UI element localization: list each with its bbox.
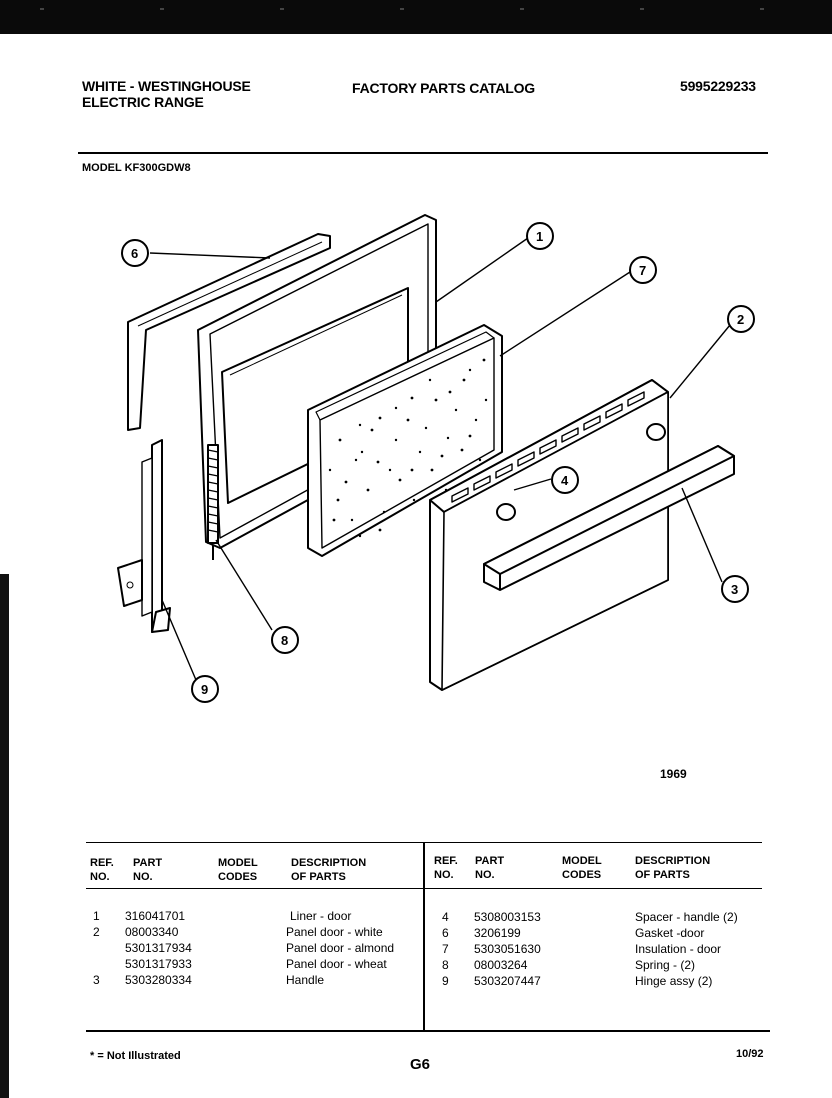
- svg-text:2: 2: [737, 312, 744, 327]
- right-ref-header: REF. NO.: [434, 855, 458, 881]
- left-row-2-ref: 2: [93, 925, 100, 939]
- left-row-4-desc: Panel door - wheat: [286, 957, 387, 971]
- svg-text:3: 3: [731, 582, 738, 597]
- door-liner-part: [197, 214, 437, 549]
- callout-1: 1: [526, 222, 554, 250]
- hinge-assembly-part: [117, 439, 171, 633]
- svg-text:6: 6: [131, 246, 138, 261]
- left-row-1-ref: 1: [93, 909, 100, 923]
- svg-text:1: 1: [536, 229, 543, 244]
- table-column-divider: [423, 842, 425, 1031]
- right-row-3-ref: 7: [442, 942, 449, 956]
- svg-text:7: 7: [639, 263, 646, 278]
- left-row-4-part: 5301317933: [125, 957, 192, 971]
- right-row-3-part: 5303051630: [474, 942, 541, 956]
- left-row-1-part: 316041701: [125, 909, 186, 923]
- right-row-4-ref: 8: [442, 958, 449, 972]
- svg-text:8: 8: [281, 633, 288, 648]
- header-rule: [78, 152, 768, 154]
- left-row-5-desc: Handle: [286, 973, 325, 987]
- callout-3: 3: [721, 575, 749, 603]
- figure-number: 1969: [660, 767, 687, 781]
- scan-edge-bar: [0, 0, 832, 34]
- right-row-1-part: 5308003153: [474, 910, 541, 924]
- left-row-5-ref: 3: [93, 973, 100, 987]
- callout-4: 4: [551, 466, 579, 494]
- callout-9: 9: [191, 675, 219, 703]
- left-desc-header: DESCRIPTION OF PARTS: [291, 857, 367, 883]
- right-row-5-part: 5303207447: [474, 974, 541, 988]
- right-row-4-part: 08003264: [474, 958, 528, 972]
- right-row-5-desc: Hinge assy (2): [635, 974, 713, 988]
- left-row-2-part: 08003340: [125, 925, 179, 939]
- left-ref-header: REF. NO.: [90, 857, 114, 883]
- callout-6: 6: [121, 239, 149, 267]
- right-row-3-desc: Insulation - door: [635, 942, 722, 956]
- table-bottom-rule: [86, 1030, 770, 1032]
- right-row-5-ref: 9: [442, 974, 449, 988]
- door-insulation-part: [307, 324, 503, 557]
- catalog-title: FACTORY PARTS CATALOG: [352, 80, 535, 96]
- door-gasket-part: [127, 233, 331, 431]
- revision-date: 10/92: [736, 1048, 764, 1060]
- right-row-2-desc: Gasket -door: [635, 926, 705, 940]
- svg-text:4: 4: [561, 473, 569, 488]
- left-model-header: MODEL CODES: [218, 857, 258, 883]
- left-row-3-desc: Panel door - almond: [286, 941, 395, 955]
- left-part-header: PART NO.: [133, 857, 163, 883]
- right-row-1-ref: 4: [442, 910, 449, 924]
- door-spring-part: [207, 444, 219, 560]
- handle-spacer-part: [496, 423, 666, 521]
- left-row-1-desc: Liner - door: [290, 909, 352, 923]
- right-row-1-desc: Spacer - handle (2): [635, 910, 738, 924]
- right-model-header: MODEL CODES: [562, 855, 602, 881]
- brand-line-1: WHITE - WESTINGHOUSE: [82, 78, 251, 94]
- page-number: G6: [410, 1056, 431, 1073]
- scan-edge-mark: [0, 574, 9, 1098]
- brand-line-2: ELECTRIC RANGE: [82, 94, 204, 110]
- catalog-number: 5995229233: [680, 78, 756, 94]
- svg-text:9: 9: [201, 682, 208, 697]
- left-row-2-desc: Panel door - white: [286, 925, 383, 939]
- left-row-5-part: 5303280334: [125, 973, 192, 987]
- brand-block: WHITE - WESTINGHOUSE ELECTRIC RANGE: [82, 78, 251, 110]
- callout-2: 2: [727, 305, 755, 333]
- right-desc-header: DESCRIPTION OF PARTS: [635, 855, 711, 881]
- door-handle-part: [483, 445, 735, 591]
- right-row-4-desc: Spring - (2): [635, 958, 696, 972]
- exploded-door-diagram: 1 2 3 4 6 7 8 9: [117, 214, 755, 703]
- model-number: MODEL KF300GDW8: [82, 162, 191, 174]
- left-row-3-part: 5301317934: [125, 941, 192, 955]
- right-part-header: PART NO.: [475, 855, 505, 881]
- not-illustrated-note: * = Not Illustrated: [90, 1050, 181, 1062]
- right-row-2-part: 3206199: [474, 926, 521, 940]
- right-row-2-ref: 6: [442, 926, 449, 940]
- callout-8: 8: [271, 626, 299, 654]
- callout-7: 7: [629, 256, 657, 284]
